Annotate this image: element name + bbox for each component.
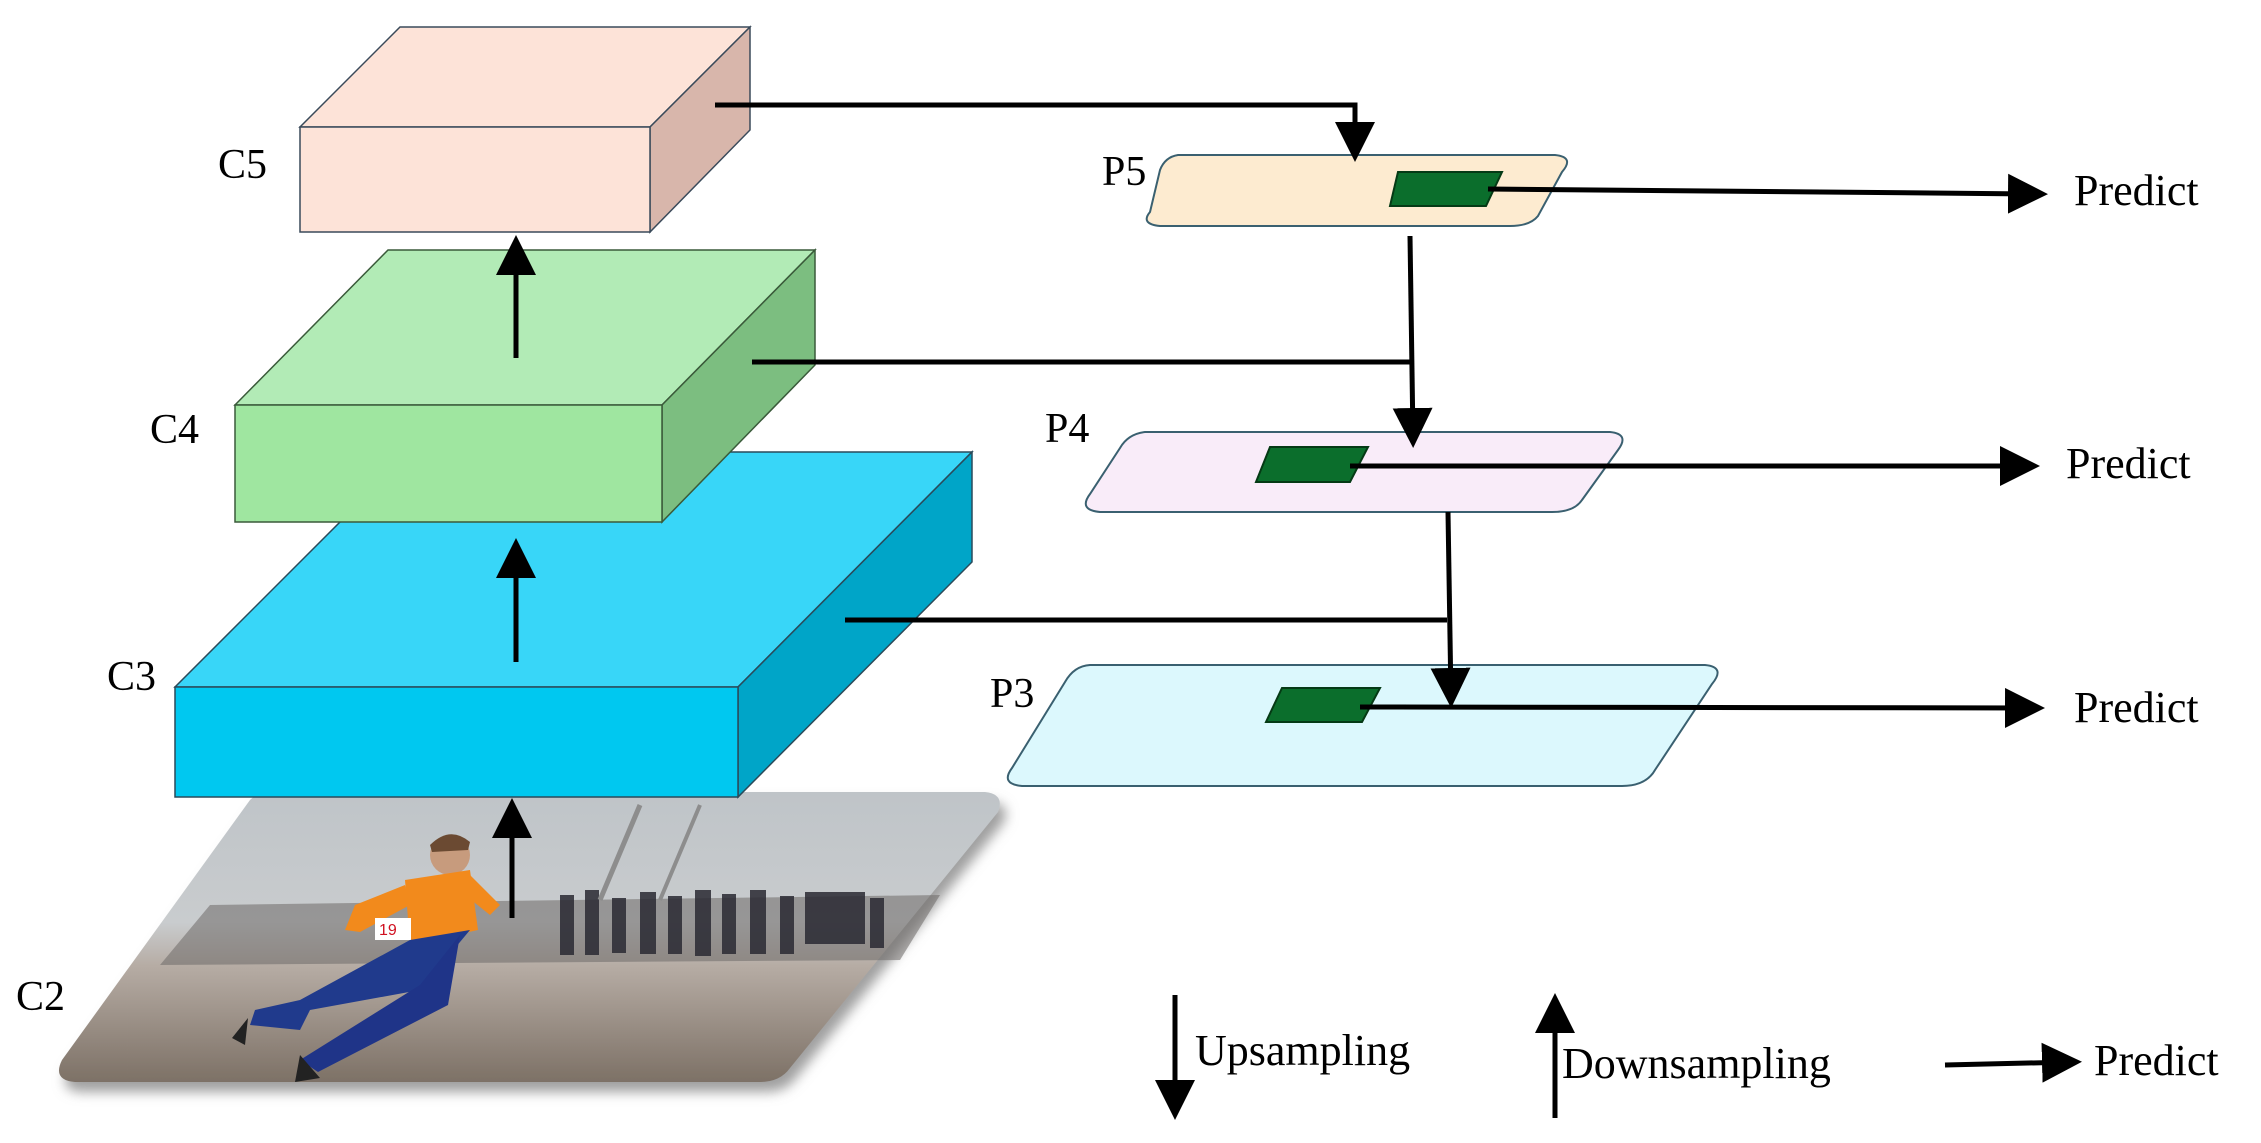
c4-front-face	[234, 404, 663, 523]
downsampling-arrows	[492, 235, 536, 918]
legend: Upsampling Downsampling Predict	[1155, 993, 2219, 1120]
c5-block	[298, 25, 752, 234]
label-p5: P5	[1102, 149, 1146, 195]
arrow-p5-predict	[1487, 173, 2048, 214]
crowd-figures	[560, 890, 884, 956]
legend-predict-arrow	[1944, 1042, 2082, 1083]
arrow-p4-p3	[1430, 511, 1471, 708]
predict-label-p4: Predict	[2066, 439, 2191, 488]
svg-text:19: 19	[379, 922, 397, 939]
p4-plane	[1084, 431, 1624, 513]
p4-predictor	[1254, 446, 1370, 483]
label-c2: C2	[16, 974, 65, 1020]
p5-plane	[1145, 154, 1569, 227]
predict-arrows	[1350, 173, 2048, 728]
label-p3: P3	[990, 671, 1034, 717]
legend-downsampling-label: Downsampling	[1562, 1039, 1831, 1088]
upsampling-arrows	[1392, 235, 1471, 708]
p3-plane	[1006, 664, 1719, 787]
arrow-p5-p4	[1392, 235, 1433, 448]
c4-block	[233, 248, 817, 524]
label-p4: P4	[1045, 406, 1089, 452]
predict-label-p3: Predict	[2074, 683, 2199, 732]
lateral-c5-p5	[715, 102, 1375, 162]
lateral-connections	[715, 102, 1447, 623]
label-c4: C4	[150, 407, 199, 453]
arrow-p3-predict	[1359, 687, 2045, 728]
predict-label-p5: Predict	[2074, 166, 2199, 215]
legend-predict-label: Predict	[2094, 1036, 2219, 1085]
legend-upsampling-label: Upsampling	[1195, 1026, 1410, 1075]
runner-figure: 19	[232, 834, 500, 1082]
c2-image-plane: 19	[58, 792, 1000, 1082]
label-c3: C3	[107, 654, 156, 700]
label-c5: C5	[218, 142, 267, 188]
p3-predictor	[1264, 687, 1382, 723]
c3-front-face	[174, 686, 739, 798]
c5-front-face	[299, 126, 651, 233]
p5-predictor	[1388, 171, 1504, 207]
